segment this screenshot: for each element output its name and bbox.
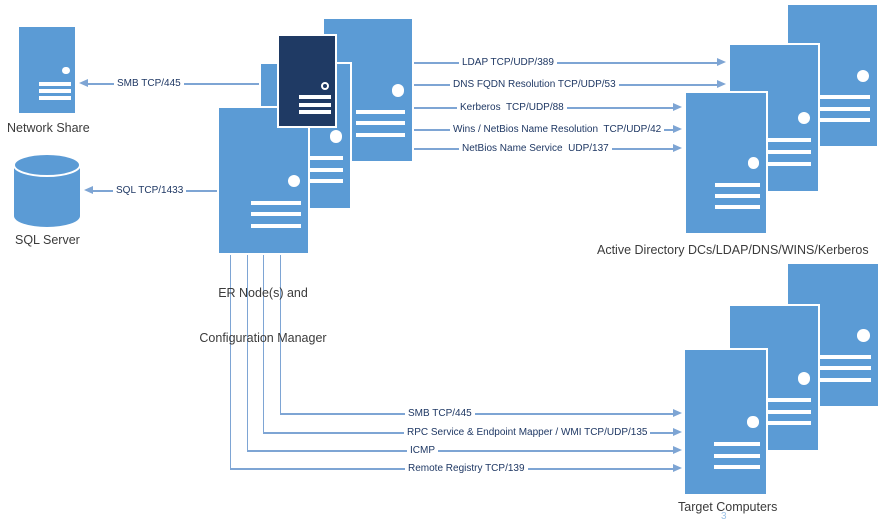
server-vent-bar (293, 156, 343, 161)
server-vent-bar (761, 398, 811, 403)
server-vent-bar (39, 88, 71, 93)
server-led-dot-icon (62, 66, 70, 75)
target-computer-server-front-icon (683, 348, 768, 496)
server-led-dot-icon (856, 69, 869, 83)
network-share-label: Network Share (7, 121, 90, 135)
connector-label-dns: DNS FQDN Resolution TCP/UDP/53 (450, 79, 619, 91)
arrowhead-left-icon (79, 79, 88, 87)
connector-line-smb-target-v (279, 250, 281, 413)
connector-label-sql: SQL TCP/1433 (113, 185, 187, 197)
server-vent-bar (820, 366, 871, 371)
connector-label-wins: Wins / NetBios Name Resolution TCP/UDP/4… (450, 124, 665, 136)
sql-server-label: SQL Server (15, 233, 80, 247)
arrowhead-right-icon (673, 144, 682, 152)
connector-label-smb-left: SMB TCP/445 (114, 78, 184, 90)
er-node-label-line1: ER Node(s) and (218, 286, 308, 300)
connector-line-icmp (246, 450, 674, 452)
server-vent-bar (714, 205, 760, 209)
server-vent-bar (355, 121, 405, 126)
server-vent-bar (761, 150, 811, 155)
server-vent-bar (820, 354, 871, 359)
connector-line-ldap (410, 62, 717, 64)
server-led-dot-icon (797, 372, 811, 385)
server-vent-bar (820, 95, 870, 100)
server-vent-bar (299, 95, 331, 100)
arrowhead-right-icon (673, 103, 682, 111)
arrowhead-right-icon (717, 80, 726, 88)
connector-label-remote-registry: Remote Registry TCP/139 (405, 463, 528, 475)
active-directory-server-front-icon (684, 91, 768, 235)
connector-line-rpc-v (262, 250, 264, 432)
er-node-label: ER Node(s) and Configuration Manager (196, 256, 330, 376)
server-led-dot-icon (391, 84, 405, 97)
server-vent-bar (39, 82, 71, 87)
server-vent-bar (714, 465, 760, 470)
server-led-dot-icon (857, 329, 870, 342)
connector-label-smb-target: SMB TCP/445 (405, 408, 475, 420)
server-vent-bar (293, 179, 343, 184)
connector-line-icmp-v (246, 250, 248, 450)
sql-database-cylinder-icon (13, 153, 81, 227)
connector-label-kerberos: Kerberos TCP/UDP/88 (457, 102, 567, 114)
server-vent-bar (299, 109, 331, 114)
arrowhead-right-icon (673, 409, 682, 417)
server-vent-bar (355, 109, 405, 114)
arrowhead-right-icon (673, 428, 682, 436)
active-directory-label: Active Directory DCs/LDAP/DNS/WINS/Kerbe… (597, 243, 869, 257)
server-led-dot-icon (747, 157, 759, 169)
server-vent-bar (761, 421, 811, 426)
connector-label-netbios: NetBios Name Service UDP/137 (459, 143, 612, 155)
server-vent-bar (251, 224, 301, 228)
server-vent-bar (820, 117, 870, 122)
arrowhead-right-icon (717, 58, 726, 66)
server-vent-bar (251, 212, 301, 217)
er-node-server-front-icon (217, 106, 310, 255)
server-ring-icon (321, 81, 330, 91)
connector-label-icmp: ICMP (407, 445, 438, 457)
server-led-dot-icon (287, 174, 300, 188)
configuration-manager-server-icon (277, 34, 337, 128)
page-marker: 3 (721, 511, 727, 522)
network-share-server-icon (17, 25, 77, 115)
server-led-dot-icon (747, 416, 759, 428)
arrowhead-right-icon (673, 125, 682, 133)
server-vent-bar (293, 167, 343, 172)
server-vent-bar (820, 106, 870, 111)
arrowhead-right-icon (673, 446, 682, 454)
server-vent-bar (714, 193, 760, 198)
server-vent-bar (714, 182, 760, 187)
connector-label-ldap: LDAP TCP/UDP/389 (459, 57, 557, 69)
server-vent-bar (251, 200, 301, 205)
server-vent-bar (761, 161, 811, 166)
er-node-label-line2: Configuration Manager (199, 331, 327, 345)
arrowhead-right-icon (673, 464, 682, 472)
server-vent-bar (714, 453, 760, 458)
connector-line-remote-registry-v (229, 250, 231, 468)
server-led-dot-icon (329, 130, 342, 143)
server-vent-bar (714, 442, 760, 447)
server-led-dot-icon (797, 112, 811, 125)
server-vent-bar (299, 102, 331, 107)
server-vent-bar (39, 95, 71, 100)
connector-line-smb-target (279, 413, 674, 415)
arrowhead-left-icon (84, 186, 93, 194)
server-vent-bar (761, 409, 811, 414)
server-vent-bar (820, 377, 871, 382)
target-computers-label: Target Computers (678, 500, 778, 514)
connector-label-rpc: RPC Service & Endpoint Mapper / WMI TCP/… (404, 427, 651, 439)
server-vent-bar (761, 138, 811, 143)
server-vent-bar (355, 132, 405, 137)
